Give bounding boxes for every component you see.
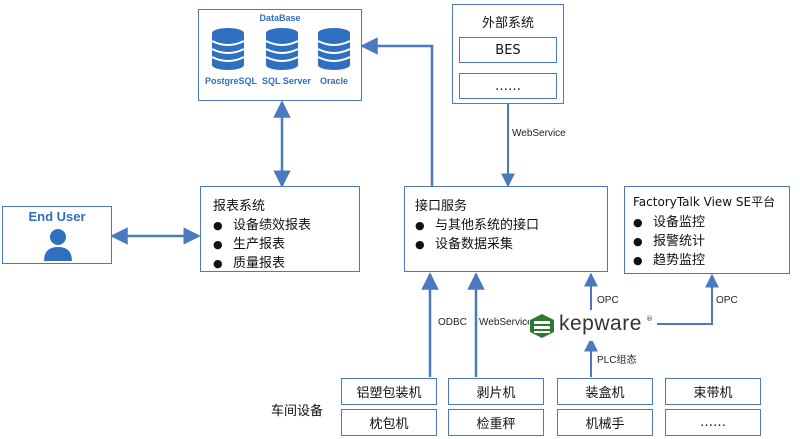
end-user-title: End User xyxy=(28,209,86,224)
factorytalk-item-trend: 趋势监控 xyxy=(633,251,789,270)
device-bander: 束带机 xyxy=(665,378,761,405)
factorytalk-item-alarm: 报警统计 xyxy=(633,232,789,251)
report-system-box: 报表系统 设备绩效报表 生产报表 质量报表 xyxy=(200,186,360,272)
database-cylinder-icon xyxy=(211,28,245,70)
workshop-label: 车间设备 xyxy=(271,404,324,419)
external-system-box: 外部系统 BES …… xyxy=(452,4,564,104)
device-pillow-packer: 枕包机 xyxy=(341,409,437,436)
database-title: DataBase xyxy=(259,13,301,23)
label-webservice-bottom: WebService xyxy=(479,317,533,328)
external-system-title: 外部系统 xyxy=(481,16,534,31)
database-box: DataBase PostgreSQL SQL Server Oracle xyxy=(198,9,362,101)
db-label-sqlserver: SQL Server xyxy=(262,76,311,86)
report-item-production: 生产报表 xyxy=(213,235,359,254)
kepware-name: kepware xyxy=(559,312,642,335)
interface-service-title: 接口服务 xyxy=(415,199,468,214)
interface-db-arrow xyxy=(360,37,434,186)
db-label-postgresql: PostgreSQL xyxy=(205,76,258,86)
label-odbc: ODBC xyxy=(438,317,467,328)
kepware-registered-mark: ® xyxy=(646,315,653,323)
interface-item-collection: 设备数据采集 xyxy=(415,235,607,254)
interface-service-box: 接口服务 与其他系统的接口 设备数据采集 xyxy=(404,186,608,272)
report-item-quality: 质量报表 xyxy=(213,254,359,273)
device-robot-arm: 机械手 xyxy=(557,409,653,436)
db-label-oracle: Oracle xyxy=(320,76,349,86)
user-icon xyxy=(44,229,72,261)
external-system-more: …… xyxy=(459,73,557,99)
device-more: …… xyxy=(665,409,761,436)
database-cylinder-icon xyxy=(265,28,299,70)
label-webservice-top: WebService xyxy=(512,128,566,139)
kepware-logo: kepware ® xyxy=(529,311,657,341)
factorytalk-item-monitor: 设备监控 xyxy=(633,213,789,232)
kepware-mark-icon xyxy=(530,314,554,338)
device-aluminum-packer: 铝塑包装机 xyxy=(341,378,437,405)
device-checkweigher: 检重秤 xyxy=(448,409,544,436)
report-item-equipment: 设备绩效报表 xyxy=(213,216,359,235)
label-opc-right: OPC xyxy=(716,295,738,306)
device-stripper: 剥片机 xyxy=(448,378,544,405)
label-opc-left: OPC xyxy=(597,295,619,306)
device-cartoner: 装盒机 xyxy=(557,378,653,405)
opc-right-arrow xyxy=(656,273,719,325)
report-system-title: 报表系统 xyxy=(213,199,266,214)
label-plc: PLC组态 xyxy=(597,355,637,366)
external-system-bes: BES xyxy=(459,37,557,63)
database-cylinder-icon xyxy=(317,28,351,70)
interface-item-external: 与其他系统的接口 xyxy=(415,216,607,235)
factorytalk-title: FactoryTalk View SE平台 xyxy=(633,195,776,209)
end-user-box: End User xyxy=(2,206,112,264)
factorytalk-box: FactoryTalk View SE平台 设备监控 报警统计 趋势监控 xyxy=(624,186,790,274)
